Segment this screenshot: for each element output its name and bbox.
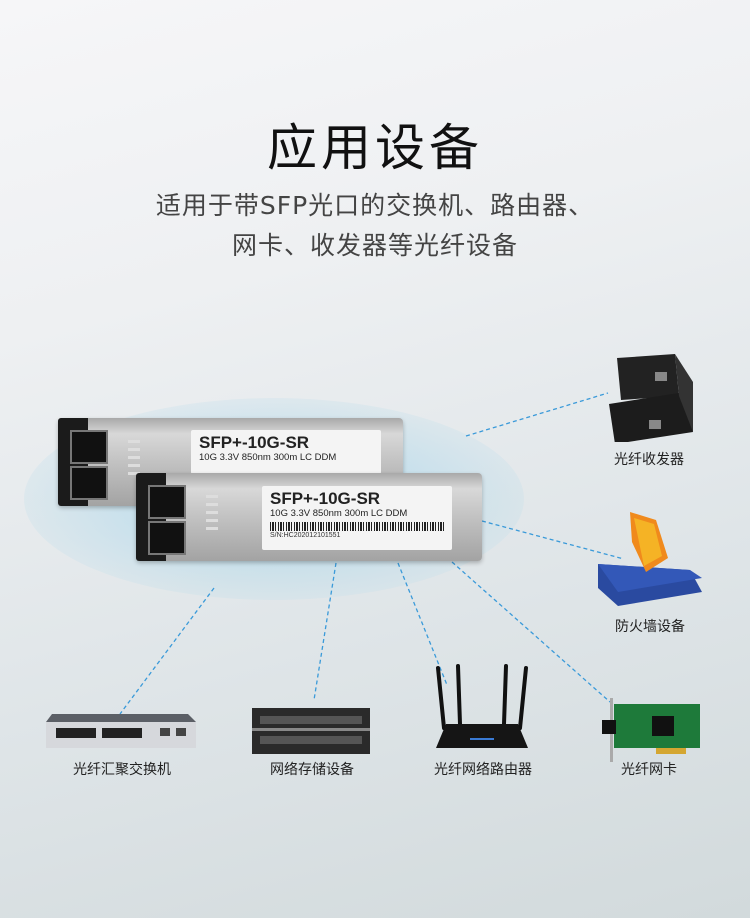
module-label: SFP+-10G-SR 10G 3.3V 850nm 300m LC DDM xyxy=(191,430,381,474)
device-label-transceiver: 光纤收发器 xyxy=(614,452,684,468)
switch-icon xyxy=(46,714,196,754)
module-model: SFP+-10G-SR xyxy=(270,489,381,508)
page-subtitle: 适用于带SFP光口的交换机、路由器、 网卡、收发器等光纤设备 xyxy=(0,186,750,266)
router-icon xyxy=(432,664,532,752)
lc-port-bottom xyxy=(148,521,186,555)
storage-server-icon xyxy=(252,708,370,754)
serial-number: S/N:HC202012101551 xyxy=(270,532,341,539)
lc-port-top xyxy=(70,430,108,464)
lc-port-top xyxy=(148,485,186,519)
device-label-firewall: 防火墙设备 xyxy=(615,619,685,635)
device-label-storage: 网络存储设备 xyxy=(270,762,354,778)
line-to-firewall xyxy=(481,520,625,560)
device-label-nic: 光纤网卡 xyxy=(621,762,677,778)
page-title: 应用设备 xyxy=(267,119,483,177)
line-to-router xyxy=(397,562,448,686)
subtitle-line-2: 网卡、收发器等光纤设备 xyxy=(231,231,518,260)
line-to-transceiver xyxy=(465,392,609,437)
firewall-icon xyxy=(598,512,708,612)
device-label-router: 光纤网络路由器 xyxy=(434,762,532,778)
line-to-storage xyxy=(313,562,337,701)
module-label: SFP+-10G-SR 10G 3.3V 850nm 300m LC DDM S… xyxy=(262,486,452,550)
subtitle-line-1: 适用于带SFP光口的交换机、路由器、 xyxy=(155,191,595,220)
module-model: SFP+-10G-SR xyxy=(199,433,310,452)
module-spec: 10G 3.3V 850nm 300m LC DDM xyxy=(199,452,337,463)
line-to-nic xyxy=(451,561,611,703)
device-label-switch: 光纤汇聚交换机 xyxy=(73,762,171,778)
sfp-module-front: SFP+-10G-SR 10G 3.3V 850nm 300m LC DDM S… xyxy=(136,473,482,561)
lc-port-bottom xyxy=(70,466,108,500)
barcode xyxy=(270,522,444,531)
module-spec: 10G 3.3V 850nm 300m LC DDM xyxy=(270,508,408,519)
network-card-icon xyxy=(598,698,702,762)
media-converter-icon xyxy=(605,352,695,444)
line-to-switch xyxy=(119,587,215,715)
